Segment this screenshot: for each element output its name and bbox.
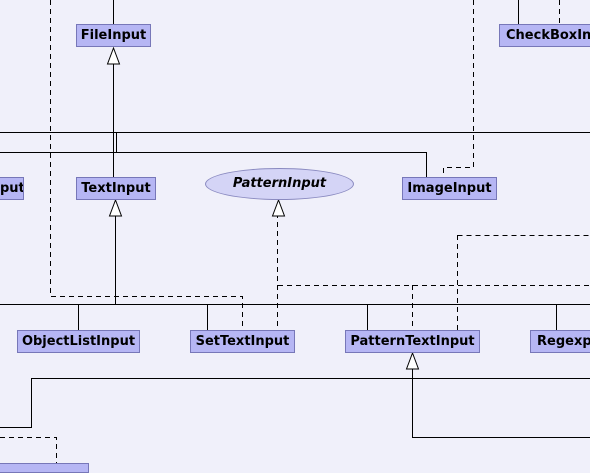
- edge-dashed-imageinput: [444, 0, 474, 178]
- class-node-settextinput[interactable]: SetTextInput: [190, 330, 295, 353]
- class-node-regexp-partial[interactable]: Regexp: [530, 330, 590, 353]
- edge-dashed-lower: [0, 438, 57, 466]
- edge-dashed-patterntext-b: [458, 235, 590, 331]
- class-node-objectlistinput[interactable]: ObjectListInput: [17, 330, 140, 353]
- class-node-fileinput[interactable]: FileInput: [76, 24, 151, 47]
- class-node-patterntextinput[interactable]: PatternTextInput: [345, 330, 480, 353]
- class-node-bottom-partial[interactable]: [0, 463, 89, 473]
- edge-lower-left: [0, 379, 590, 428]
- edge-patterntext-child: [413, 367, 590, 438]
- edge-dashed-left-vertical: [51, 0, 243, 331]
- class-node-imageinput[interactable]: ImageInput: [402, 177, 497, 200]
- class-node-checkboxinput[interactable]: CheckBoxIn: [499, 24, 590, 47]
- interface-node-patterninput[interactable]: PatternInput: [205, 168, 354, 200]
- class-node-textinput[interactable]: TextInput: [76, 177, 156, 200]
- edge-bus-imageinput: [0, 153, 427, 179]
- arrowhead-patterntextinput: [407, 353, 419, 369]
- class-node-left-partial[interactable]: put: [0, 177, 24, 200]
- arrowhead-textinput: [110, 200, 122, 216]
- arrowhead-patterninput: [273, 200, 285, 216]
- arrowhead-fileinput: [108, 48, 120, 64]
